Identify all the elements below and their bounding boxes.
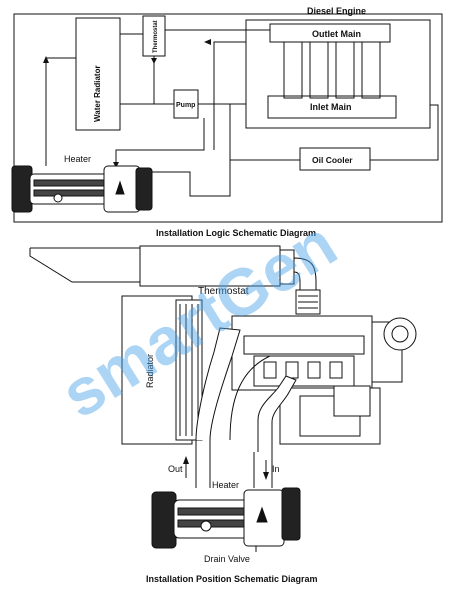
drain-valve-label: Drain Valve	[204, 554, 250, 564]
out-label: Out	[168, 464, 183, 474]
inlet-main-label: Inlet Main	[310, 102, 352, 112]
pump-label: Pump	[176, 102, 195, 109]
heater-label-top: Heater	[64, 154, 91, 164]
cylinder-2	[309, 41, 329, 99]
cylinder-4	[361, 41, 381, 99]
cylinder-3	[335, 41, 355, 99]
logic-heater-drawing	[11, 165, 153, 213]
outlet-main-label: Outlet Main	[312, 29, 361, 39]
inlet-main-box	[267, 95, 397, 119]
logic-frame	[13, 13, 443, 223]
logic-schematic	[13, 13, 443, 223]
pipe-pump-heater	[115, 118, 205, 162]
oil-cooler-box	[299, 147, 371, 171]
pipe-engine-oilcooler	[370, 104, 439, 161]
pipe-radiator-heater	[45, 57, 76, 166]
engine-box	[245, 19, 431, 129]
heater-label-bottom: Heater	[212, 480, 239, 490]
outlet-main-box	[269, 23, 391, 43]
cylinder-1	[283, 41, 303, 99]
radiator-label: Radiator	[145, 354, 155, 388]
oil-cooler-label: Oil Cooler	[312, 155, 353, 165]
position-schematic	[29, 245, 417, 548]
water-radiator-label: Water Radiator	[93, 65, 102, 122]
water-radiator-box	[75, 17, 121, 131]
thermostat-label-bottom: Thermostat	[198, 286, 249, 297]
heater-end-cap-left	[11, 165, 33, 213]
position-caption: Installation Position Schematic Diagram	[146, 574, 318, 584]
engine-title: Diesel Engine	[307, 6, 366, 16]
in-label: In	[272, 464, 280, 474]
logic-caption: Installation Logic Schematic Diagram	[156, 228, 316, 238]
thermostat-label-top: Thermostat	[153, 20, 159, 53]
position-heater-drawing	[151, 487, 301, 552]
